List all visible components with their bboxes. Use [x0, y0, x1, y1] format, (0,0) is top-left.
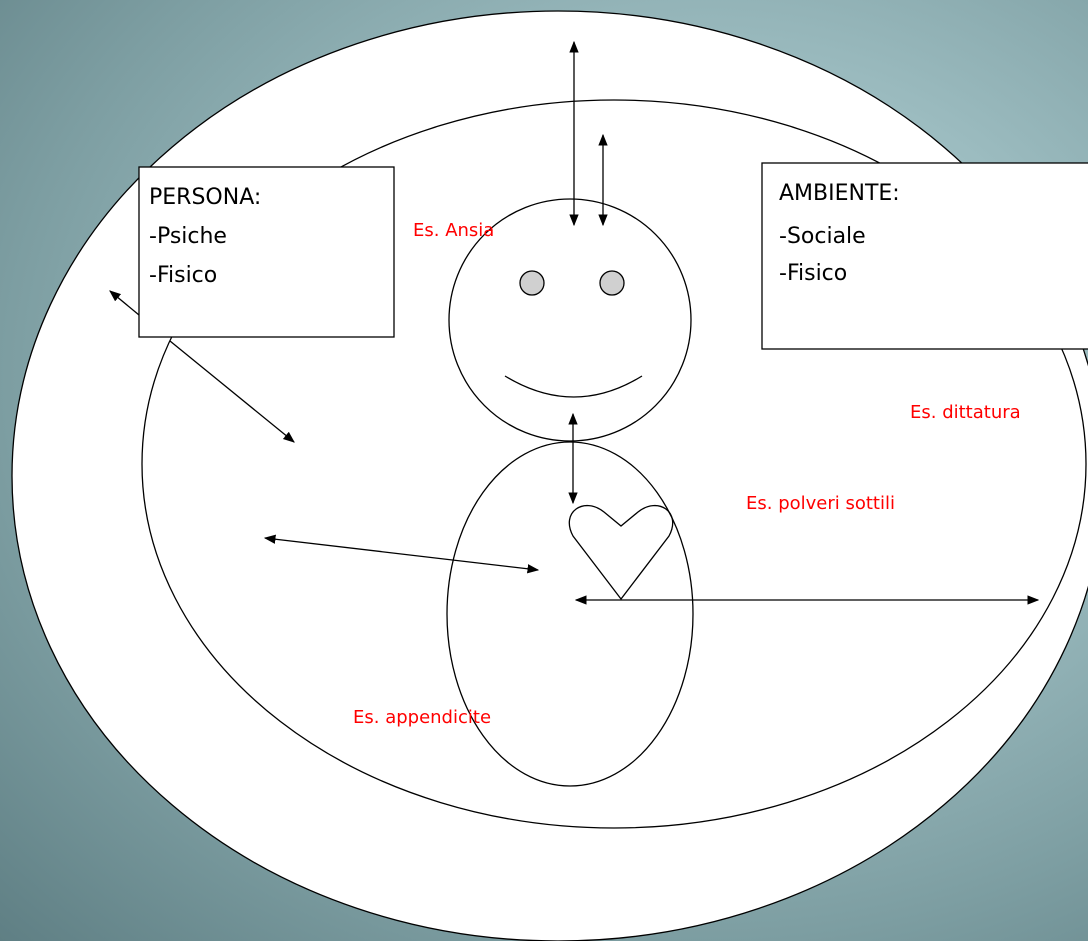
right-eye	[599, 270, 625, 296]
ambiente-title: AMBIENTE:	[779, 181, 900, 206]
arrow-body-left	[263, 534, 540, 574]
torso-ellipse	[446, 441, 694, 787]
persona-item-fisico: -Fisico	[149, 263, 217, 288]
example-dittatura: Es. dittatura	[910, 402, 1021, 423]
ambiente-box	[761, 162, 1088, 350]
smile-mouth	[504, 375, 643, 398]
example-ansia: Es. Ansia	[413, 220, 494, 241]
arrow-persona-inner	[169, 340, 295, 443]
arrow-persona-outer	[109, 290, 140, 316]
heart-icon	[568, 504, 674, 601]
left-eye	[519, 270, 545, 296]
ambiente-item-fisico: -Fisico	[779, 261, 847, 286]
example-polveri: Es. polveri sottili	[746, 493, 895, 514]
persona-box	[138, 166, 395, 338]
persona-title: PERSONA:	[149, 185, 261, 210]
example-appendicite: Es. appendicite	[353, 707, 491, 728]
persona-item-psiche: -Psiche	[149, 224, 227, 249]
ambiente-item-sociale: -Sociale	[779, 224, 866, 249]
